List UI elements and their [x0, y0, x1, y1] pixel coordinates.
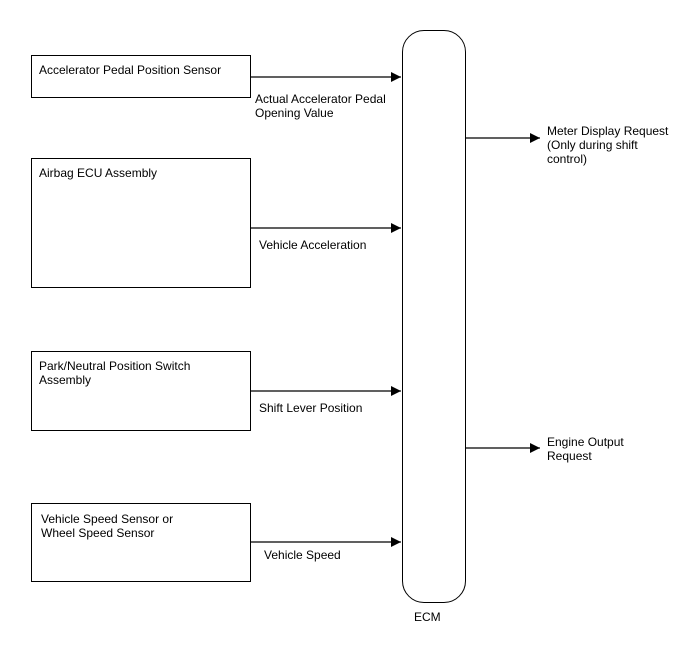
output-meter-display-request: Meter Display Request (Only during shift…	[547, 124, 669, 166]
park-neutral-switch-box: Park/Neutral Position Switch Assembly	[31, 351, 251, 431]
signal-vehicle-speed: Vehicle Speed	[264, 548, 341, 562]
accelerator-sensor-box: Accelerator Pedal Position Sensor	[31, 55, 251, 98]
accelerator-sensor-label: Accelerator Pedal Position Sensor	[39, 63, 222, 77]
ecm-block	[402, 30, 466, 603]
signal-accelerator-opening: Actual Accelerator Pedal Opening Value	[255, 92, 386, 120]
ecm-label: ECM	[414, 610, 441, 624]
signal-shift-lever-position: Shift Lever Position	[259, 401, 363, 415]
signal-vehicle-acceleration: Vehicle Acceleration	[259, 238, 367, 252]
vehicle-speed-sensor-label: Vehicle Speed Sensor or Wheel Speed Sens…	[41, 512, 174, 540]
vehicle-speed-sensor-box: Vehicle Speed Sensor or Wheel Speed Sens…	[31, 503, 251, 582]
park-neutral-switch-label: Park/Neutral Position Switch Assembly	[39, 359, 191, 387]
airbag-ecu-box: Airbag ECU Assembly	[31, 158, 251, 288]
airbag-ecu-label: Airbag ECU Assembly	[39, 166, 158, 180]
output-engine-output-request: Engine Output Request	[547, 435, 624, 463]
